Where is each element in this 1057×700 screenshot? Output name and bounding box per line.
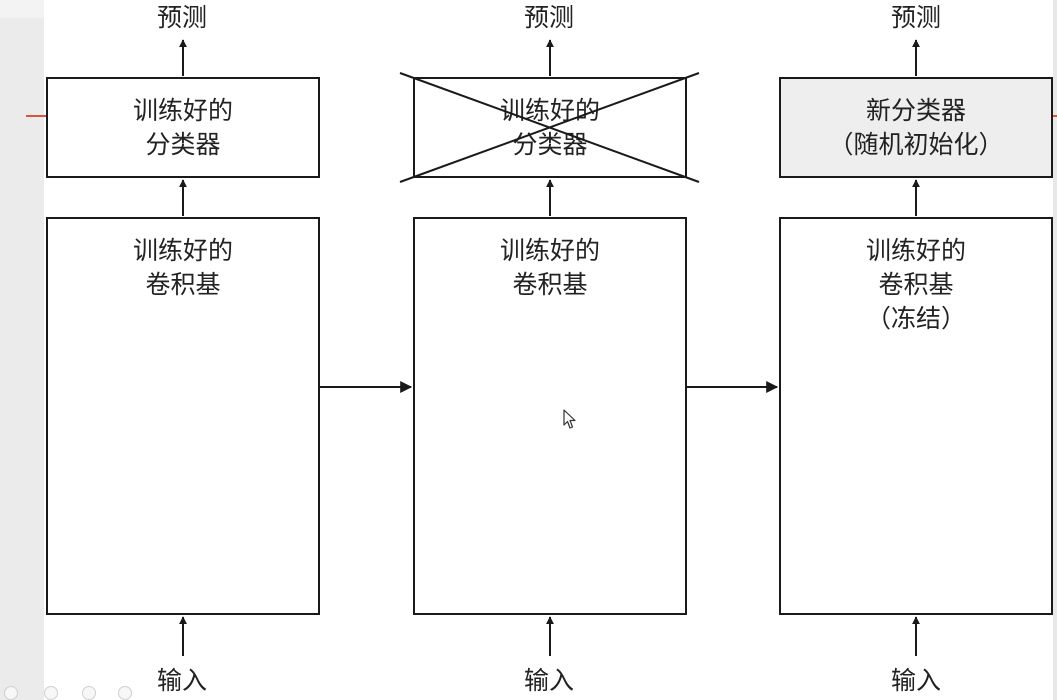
- prediction-label-2: 预测: [523, 3, 574, 32]
- conv-base-line3: （冻结）: [865, 304, 966, 333]
- classifier-line2: 分类器: [512, 130, 588, 159]
- mouse-cursor-icon: [563, 409, 576, 429]
- classifier-line1: 新分类器: [865, 96, 966, 125]
- conv-base-line2: 卷积基: [878, 270, 954, 299]
- classifier-line1: 训练好的: [132, 96, 233, 125]
- conv-base-line2: 卷积基: [512, 270, 588, 299]
- pen-icon[interactable]: [44, 686, 58, 700]
- slide-marker-right: [1049, 115, 1057, 117]
- classifier-line1: 训练好的: [499, 96, 600, 125]
- input-label-1: 输入: [156, 666, 207, 695]
- conv-base-line1: 训练好的: [499, 236, 600, 265]
- zoom-icon[interactable]: [118, 686, 132, 700]
- slides-icon[interactable]: [82, 686, 96, 700]
- classifier-line2: （随机初始化）: [828, 130, 1004, 159]
- frozen-conv-base-box: 训练好的 卷积基 （冻结）: [779, 217, 1053, 615]
- classifier-line2: 分类器: [145, 130, 221, 159]
- input-label-2: 输入: [523, 666, 574, 695]
- conv-base-line1: 训练好的: [132, 236, 233, 265]
- crossed-out-mark-stroke-2: [399, 72, 700, 183]
- trained-conv-base-box-2: 训练好的 卷积基: [413, 217, 687, 615]
- right-panel-strip: [1053, 0, 1057, 700]
- prev-slide-icon[interactable]: [4, 686, 18, 700]
- trained-conv-base-box-1: 训练好的 卷积基: [46, 217, 320, 615]
- prediction-label-1: 预测: [156, 3, 207, 32]
- input-label-3: 输入: [890, 666, 941, 695]
- prediction-label-3: 预测: [890, 3, 941, 32]
- conv-base-line2: 卷积基: [145, 270, 221, 299]
- left-panel-strip: [0, 18, 44, 700]
- trained-classifier-box-1: 训练好的 分类器: [46, 77, 320, 178]
- conv-base-line1: 训练好的: [865, 236, 966, 265]
- slide-marker-left: [26, 115, 46, 117]
- presentation-controls: [0, 684, 140, 700]
- new-classifier-box: 新分类器 （随机初始化）: [779, 77, 1053, 178]
